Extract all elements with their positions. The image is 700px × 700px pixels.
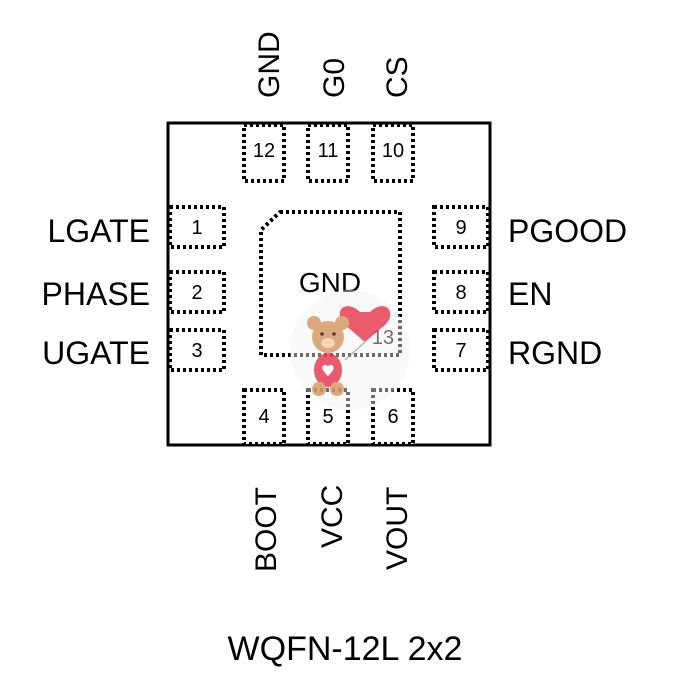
pin-6-name: VOUT [381,487,414,570]
pin-4-pad [242,388,286,446]
pin-8-pad [432,270,490,314]
pin-10-pad [371,123,415,183]
pin-2-pad [168,270,226,314]
center-pad-number: 13 [372,327,394,349]
pin-8-name: EN [508,276,552,312]
pin-12-pad [242,123,286,183]
pin-11-name: G0 [318,58,351,98]
pin-2: 2 PHASE [42,270,226,314]
pin-6: 6 VOUT [371,388,415,570]
pin-9: 9 PGOOD [432,205,627,249]
pin-11: 11 G0 [306,58,351,183]
pin-11-number: 11 [318,140,339,162]
pin-1: 1 LGATE [47,205,226,249]
pin-10: 10 CS [371,56,415,183]
pin-7-pad [432,328,490,372]
pin-12: 12 GND [242,31,286,183]
pin-8-number: 8 [455,282,466,304]
pin-1-pad [168,205,226,249]
pin-5: 5 VCC [306,388,350,548]
pin-3-number: 3 [191,340,202,362]
pin-7: 7 RGND [432,328,602,372]
pin-4: 4 BOOT [242,388,286,572]
pin-9-pad [432,205,490,249]
pin-12-number: 12 [253,140,275,162]
pin-6-pad [371,388,415,446]
bear-sticker-icon [290,290,410,410]
pin-7-number: 7 [455,340,466,362]
pin-1-name: LGATE [47,213,150,249]
pin-10-name: CS [381,56,414,98]
pin-5-number: 5 [322,406,333,428]
pin-4-name: BOOT [250,487,283,572]
pin-3: 3 UGATE [42,328,226,372]
pin-7-name: RGND [508,335,602,371]
pin-8: 8 EN [432,270,552,314]
pin-1-number: 1 [191,217,202,239]
pin-3-name: UGATE [42,335,150,371]
center-pad-label: GND [299,267,361,298]
pin-12-name: GND [253,31,286,98]
pin-9-name: PGOOD [508,213,627,249]
pin-11-pad [306,123,350,183]
package-title: WQFN-12L 2x2 [228,630,463,668]
pin-10-number: 10 [382,140,404,162]
pin-2-name: PHASE [42,276,150,312]
pin-5-pad [306,388,350,446]
pin-3-pad [168,328,226,372]
pin-6-number: 6 [387,406,398,428]
pin-9-number: 9 [455,217,466,239]
pin-5-name: VCC [316,485,349,548]
pin-4-number: 4 [258,406,269,428]
pin-2-number: 2 [191,282,202,304]
